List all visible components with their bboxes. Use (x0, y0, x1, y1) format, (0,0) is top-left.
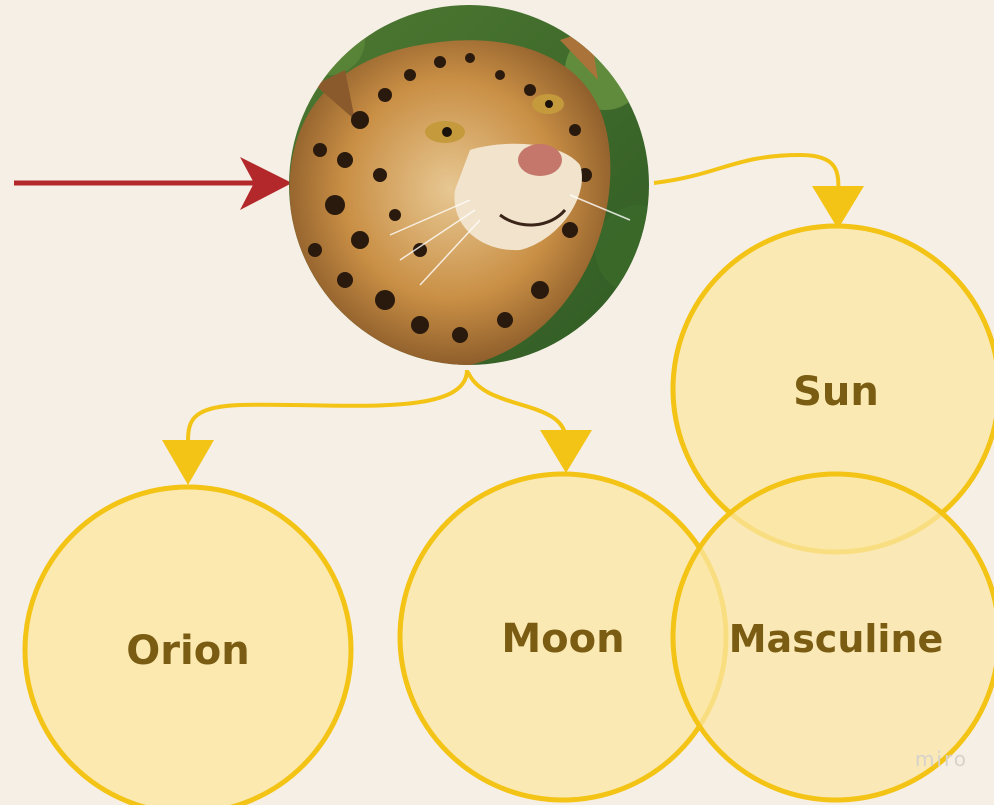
node-orion[interactable]: Orion (25, 487, 351, 805)
node-moon-label: Moon (501, 616, 624, 662)
connector-to-orion (162, 370, 467, 485)
connector-to-sun (654, 155, 864, 229)
connector-to-moon (468, 372, 592, 473)
jaguar-image (280, 0, 685, 372)
node-orion-label: Orion (126, 628, 249, 674)
miro-watermark: miro (915, 747, 968, 771)
node-masculine-label: Masculine (729, 617, 944, 661)
node-sun-label: Sun (793, 369, 879, 415)
pointer-arrow (14, 157, 292, 210)
